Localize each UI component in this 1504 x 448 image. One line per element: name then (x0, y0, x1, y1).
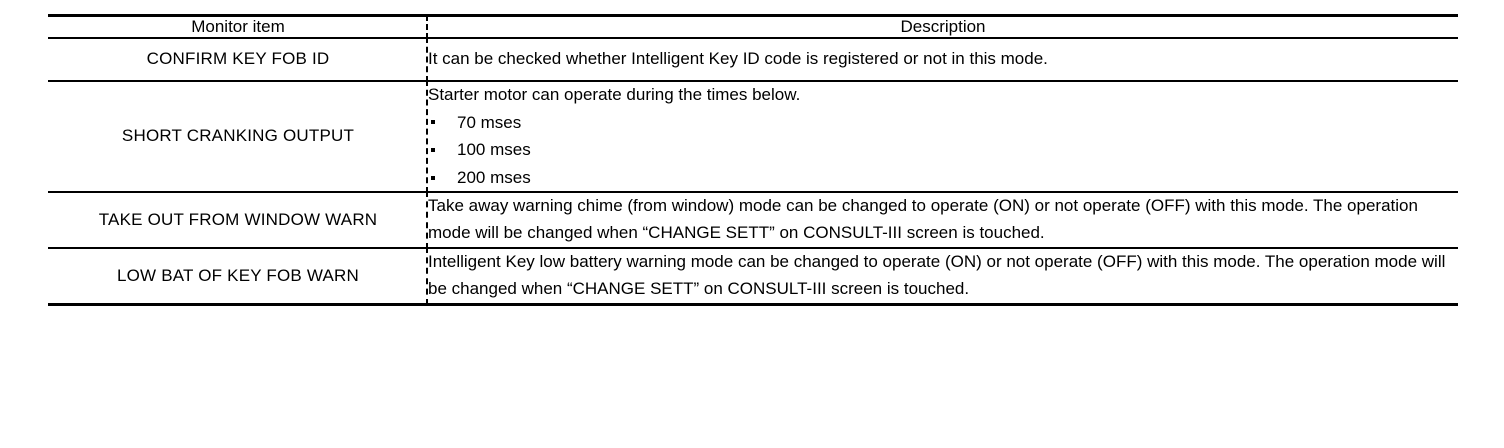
list-item-label: 200 mses (457, 167, 531, 187)
description-text: Intelligent Key low battery warning mode… (428, 252, 1446, 298)
bullet-dot-icon (431, 175, 435, 180)
column-header-monitor-item: Monitor item (48, 14, 428, 40)
bullet-dot-icon (431, 120, 435, 125)
table-row: CONFIRM KEY FOB ID It can be checked whe… (48, 36, 1458, 82)
table-row: SHORT CRANKING OUTPUT Starter motor can … (48, 78, 1458, 194)
table-header: Monitor item Description (48, 14, 1458, 40)
cell-monitor-item: LOW BAT OF KEY FOB WARN (48, 246, 428, 306)
table-row: LOW BAT OF KEY FOB WARN Intelligent Key … (48, 246, 1458, 306)
monitor-item-label: SHORT CRANKING OUTPUT (121, 126, 355, 146)
list-item-label: 100 mses (457, 140, 531, 160)
table-header-row: Monitor item Description (48, 14, 1458, 40)
monitor-item-label: CONFIRM KEY FOB ID (146, 49, 330, 69)
cell-monitor-item: SHORT CRANKING OUTPUT (48, 78, 428, 194)
cell-description: It can be checked whether Intelligent Ke… (428, 38, 1458, 82)
list-item: 100 mses (428, 136, 1458, 164)
list-item-label: 70 mses (457, 112, 522, 132)
description-bullet-list: 70 mses 100 mses 200 mses (428, 109, 1458, 192)
description-text: It can be checked whether Intelligent Ke… (428, 49, 1048, 68)
table-row: TAKE OUT FROM WINDOW WARN Take away warn… (48, 190, 1458, 250)
monitor-item-label: LOW BAT OF KEY FOB WARN (116, 265, 359, 285)
table-body: CONFIRM KEY FOB ID It can be checked whe… (48, 36, 1458, 306)
column-header-description: Description (428, 14, 1458, 39)
list-item: 70 mses (428, 109, 1458, 137)
cell-description: Take away warning chime (from window) mo… (428, 192, 1458, 250)
description-text: Starter motor can operate during the tim… (428, 84, 801, 104)
monitor-item-table: Monitor item Description CONFIRM KEY FOB… (48, 14, 1458, 306)
cell-description: Starter motor can operate during the tim… (428, 80, 1458, 194)
cell-description: Intelligent Key low battery warning mode… (428, 248, 1458, 306)
cell-monitor-item: CONFIRM KEY FOB ID (48, 36, 428, 82)
bullet-dot-icon (431, 148, 435, 153)
description-text: Take away warning chime (from window) mo… (428, 196, 1418, 243)
monitor-item-label: TAKE OUT FROM WINDOW WARN (98, 209, 378, 229)
cell-monitor-item: TAKE OUT FROM WINDOW WARN (48, 190, 428, 250)
list-item: 200 mses (428, 164, 1458, 192)
